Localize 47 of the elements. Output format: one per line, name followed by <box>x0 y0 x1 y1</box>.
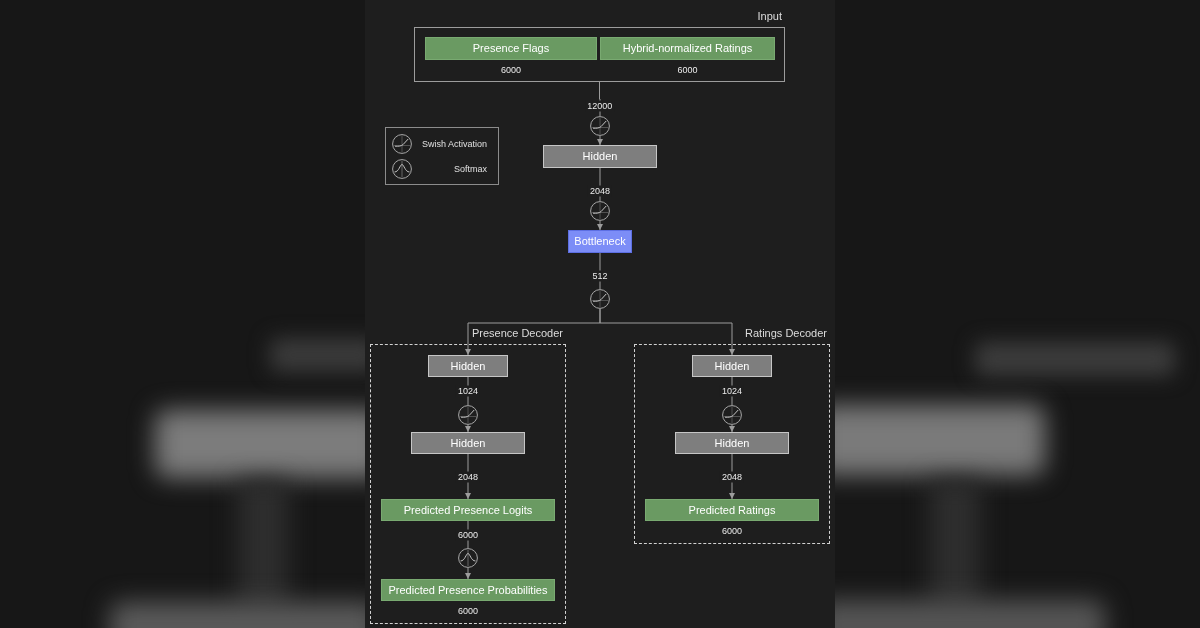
layer-label: Presence Flags <box>472 43 550 54</box>
edge-label: 1024 <box>720 385 744 397</box>
layer-box <box>411 432 525 454</box>
arrow <box>465 424 471 433</box>
layer-label: Predicted Presence Probabilities <box>388 584 548 596</box>
group-title: Presence Decoder <box>471 328 563 339</box>
edge-label: 512 <box>590 270 610 282</box>
layer-label: Predicted Ratings <box>688 504 776 516</box>
size-caption: 6000 <box>722 527 742 536</box>
legend-label: Softmax <box>454 165 487 174</box>
size-caption: 6000 <box>677 66 698 75</box>
layer-label: Bottleneck <box>574 236 626 247</box>
arrow <box>597 135 603 146</box>
layer-box <box>568 230 632 253</box>
bell-curve-icon <box>458 548 478 568</box>
size-caption: 6000 <box>501 66 521 75</box>
legend-label: Swish Activation <box>421 140 487 149</box>
arrow <box>465 567 471 580</box>
group-title: Input <box>757 11 782 22</box>
swish-curve-icon <box>590 289 610 309</box>
edge-label: 6000 <box>456 529 480 541</box>
swish-curve-icon <box>590 116 610 136</box>
layer-label: Hidden <box>714 360 750 372</box>
arrow <box>599 308 735 356</box>
edge-label: 2048 <box>588 185 612 197</box>
layer-box <box>675 432 789 454</box>
layer-label: Hidden <box>450 360 486 372</box>
layer-label: Predicted Presence Logits <box>403 504 533 516</box>
group-title: Ratings Decoder <box>745 328 827 339</box>
arrow <box>597 220 603 231</box>
swish-curve-icon <box>458 405 478 425</box>
layer-box <box>692 355 772 377</box>
swish-curve-icon <box>722 405 742 425</box>
edge-label: 2048 <box>720 471 744 483</box>
layer-box <box>381 499 555 521</box>
edge-label: 12000 <box>585 100 615 112</box>
layer-label: Hybrid-normalized Ratings <box>622 43 753 54</box>
layer-box <box>428 355 508 377</box>
edge-label: 1024 <box>456 385 480 397</box>
size-caption: 6000 <box>458 607 478 616</box>
arrow <box>729 424 735 433</box>
swish-curve-icon <box>590 201 610 221</box>
layer-box <box>543 145 657 168</box>
edge-label: 2048 <box>456 471 480 483</box>
layer-label: Hidden <box>450 437 486 449</box>
layer-label: Hidden <box>714 437 750 449</box>
layer-label: Hidden <box>582 151 618 162</box>
